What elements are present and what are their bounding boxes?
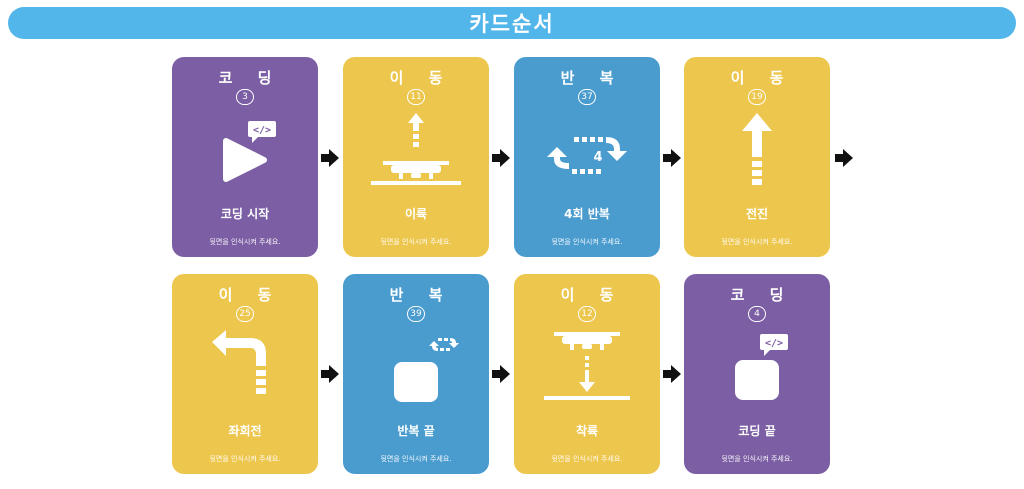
svg-text:</>: </> xyxy=(253,125,271,136)
card-coding-end[interactable]: 코 딩 4 </> 코딩 끝 뒷면을 인식시켜 주세요. xyxy=(684,274,830,474)
card-label: 전진 xyxy=(745,207,769,221)
arrow-right-icon xyxy=(492,365,510,383)
turn-left-icon xyxy=(212,330,266,394)
card-note: 뒷면을 인식시켜 주세요. xyxy=(209,455,281,463)
card-number: 12 xyxy=(578,306,596,322)
card-repeat-4[interactable]: 반 복 37 4 4회 반복 뒷면을 인식시켜 주세요. xyxy=(514,57,660,257)
card-label: 좌회전 xyxy=(228,424,262,438)
play-code-icon: </> xyxy=(223,121,276,182)
card-category: 반 복 xyxy=(389,286,453,304)
repeat-count-text: 4 xyxy=(593,150,602,165)
card-note: 뒷면을 인식시켜 주세요. xyxy=(721,455,793,463)
card-label: 코딩 끝 xyxy=(738,424,776,438)
card-note: 뒷면을 인식시켜 주세요. xyxy=(380,455,452,463)
card-category: 이 동 xyxy=(218,286,282,304)
card-note: 뒷면을 인식시켜 주세요. xyxy=(551,455,623,463)
code-end-icon: </> xyxy=(735,334,788,400)
card-number: 25 xyxy=(236,306,254,322)
card-number: 11 xyxy=(407,89,425,105)
card-repeat-end[interactable]: 반 복 39 반복 끝 뒷면을 인식시켜 주세요. xyxy=(343,274,489,474)
arrow-right-icon xyxy=(663,365,681,383)
card-category: 이 동 xyxy=(730,69,794,87)
arrow-right-icon xyxy=(321,149,339,167)
page-title: 카드순서 xyxy=(469,12,555,36)
takeoff-icon xyxy=(371,113,461,185)
card-note: 뒷면을 인식시켜 주세요. xyxy=(551,238,623,246)
card-number: 19 xyxy=(748,89,766,105)
card-note: 뒷면을 인식시켜 주세요. xyxy=(380,238,452,246)
card-category: 코 딩 xyxy=(218,69,282,87)
title-banner: 카드순서 xyxy=(8,7,1016,39)
card-label: 반복 끝 xyxy=(397,424,435,438)
card-number: 37 xyxy=(578,89,596,105)
card-landing[interactable]: 이 동 12 착륙 뒷면을 인식시켜 주세요. xyxy=(514,274,660,474)
arrow-right-icon xyxy=(663,149,681,167)
card-label: 코딩 시작 xyxy=(220,207,270,221)
card-category: 코 딩 xyxy=(730,286,794,304)
card-coding-start[interactable]: 코 딩 3 </> 코딩 시작 뒷면을 인식시켜 주세요. xyxy=(172,57,318,257)
card-turn-left[interactable]: 이 동 25 좌회전 뒷면을 인식시켜 주세요. xyxy=(172,274,318,474)
card-takeoff[interactable]: 이 동 11 이륙 뒷면을 인식시켜 주세요. xyxy=(343,57,489,257)
card-category: 이 동 xyxy=(389,69,453,87)
card-number: 3 xyxy=(236,89,254,105)
card-category: 반 복 xyxy=(560,69,624,87)
card-number: 39 xyxy=(407,306,425,322)
card-forward[interactable]: 이 동 19 전진 뒷면을 인식시켜 주세요. xyxy=(684,57,830,257)
card-note: 뒷면을 인식시켜 주세요. xyxy=(209,238,281,246)
card-number: 4 xyxy=(748,306,766,322)
card-label: 이륙 xyxy=(404,207,428,221)
repeat-end-icon xyxy=(394,338,459,402)
svg-text:</>: </> xyxy=(765,338,783,349)
arrow-right-icon xyxy=(321,365,339,383)
forward-icon xyxy=(742,113,772,185)
repeat-4-icon: 4 xyxy=(547,137,627,174)
card-label: 착륙 xyxy=(575,424,599,438)
card-label: 4회 반복 xyxy=(564,207,610,221)
arrow-right-icon xyxy=(492,149,510,167)
card-note: 뒷면을 인식시켜 주세요. xyxy=(721,238,793,246)
landing-icon xyxy=(544,332,630,400)
card-category: 이 동 xyxy=(560,286,624,304)
arrow-right-icon xyxy=(835,149,853,167)
